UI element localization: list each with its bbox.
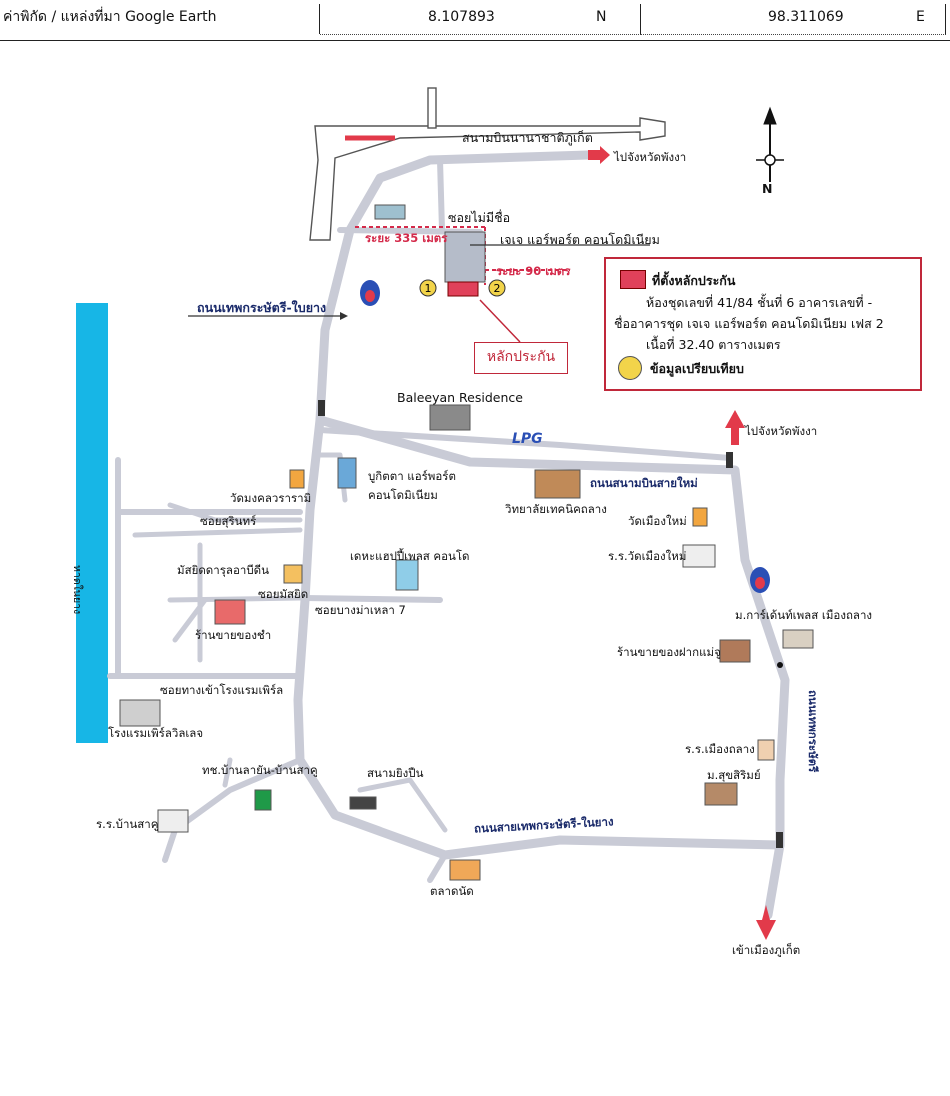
sea-strip (76, 303, 108, 743)
label-wat-muang-mai: วัดเมืองใหม่ (628, 514, 687, 528)
label-mosque: มัสยิดดารุลอาบีดีน (177, 563, 269, 577)
marker-2: 2 (494, 282, 501, 295)
legend-line-3: เนื้อที่ 32.40 ตารางเมตร (646, 337, 781, 352)
label-soi-bangmalao: ซอยบางม่าเหลา 7 (315, 603, 406, 617)
collateral-callout: หลักประกัน (474, 342, 568, 374)
comparison-swatch (618, 356, 642, 380)
legend-collateral-title: ที่ตั้งหลักประกัน (652, 273, 736, 288)
label-airport: สนามบินนานาชาติภูเก็ต (462, 130, 593, 145)
label-shooting: สนามยิงปืน (367, 766, 424, 780)
label-road-thep: ถนนเทพกระษัตรี-ใบยาง (197, 300, 327, 315)
label-jj-condo: เจเจ แอร์พอร์ต คอนโดมิเนียม (500, 232, 660, 247)
label-wat-mongkol: วัดมงคลวรารามิ (230, 491, 312, 505)
airport-outline (309, 87, 666, 241)
label-college: วิทยาลัยเทคนิคถลาง (505, 502, 607, 516)
label-thepkasattri-road: ถนนเทพกระษัตรี (806, 690, 820, 773)
coordinates-header: ค่าพิกัด / แหล่งที่มา Google Earth 8.107… (0, 0, 950, 41)
callout-pointer (479, 299, 521, 343)
label-beach: หาดในยาง (71, 565, 83, 615)
label-suksirim: ม.สุขสิริมย์ (707, 768, 761, 782)
label-lpg: LPG (512, 431, 543, 447)
label-bukitta-2: คอนโดมิเนียม (368, 488, 438, 502)
source-label: ค่าพิกัด / แหล่งที่มา Google Earth (0, 4, 320, 34)
label-to-phuket: เข้าเมืองภูเก็ต (732, 943, 801, 957)
label-grocery: ร้านขายของชำ (195, 628, 272, 642)
longitude-value: 98.311069 (768, 9, 844, 25)
label-school-thalang: ร.ร.เมืองถลาง (685, 742, 755, 756)
label-shop-mae: ร้านขายของฝากแม่จู (617, 645, 721, 659)
collateral-building (444, 231, 486, 297)
label-school-sakhu: ร.ร.บ้านสาคู (96, 817, 159, 831)
compass-icon (756, 106, 784, 182)
gas-station-icon (360, 280, 770, 593)
label-road-new-airport: ถนนสนามบินสายใหม่ (590, 476, 698, 490)
north-label: N (762, 181, 773, 196)
label-soi-unnamed: ซอยไม่มีชื่อ (448, 210, 511, 225)
legend-box: ที่ตั้งหลักประกัน ห้องชุดเลขที่ 41/84 ชั… (604, 257, 922, 391)
label-pearl-village: โรงแรมเพิร์ลวิลเลจ (108, 726, 204, 740)
label-bukitta: บูกิตตา แอร์พอร์ต (368, 469, 456, 483)
label-to-phangnga-mid: ไปจังหวัดพังงา (745, 424, 818, 438)
label-baleeyan: Baleeyan Residence (397, 390, 523, 405)
label-school-wat-muang-mai: ร.ร.วัดเมืองใหม่ (608, 549, 687, 563)
latitude-cell: 8.107893 N (320, 4, 641, 35)
label-market-place: ม.การ์เด้นท์เพลส เมืองถลาง (735, 608, 873, 622)
label-distance-335: ระยะ 335 เมตร (365, 231, 448, 245)
collateral-swatch (620, 270, 646, 289)
direction-arrows (588, 146, 776, 940)
label-distance-90: ระยะ 90 เมตร (496, 264, 571, 278)
legend-line-1: ห้องชุดเลขที่ 41/84 ชั้นที่ 6 อาคารเลขที… (646, 295, 873, 310)
label-to-phangnga-top: ไปจังหวัดพังงา (614, 150, 687, 164)
building-icons (119, 204, 814, 881)
legend-line-2: ชื่ออาคารชุด เจเจ แอร์พอร์ต คอนโดมิเนียม… (614, 316, 884, 331)
longitude-direction: E (916, 9, 925, 25)
marker-1: 1 (425, 282, 432, 295)
legend-comparison-label: ข้อมูลเปรียบเทียบ (650, 361, 744, 376)
label-deja-plus: เดหะแฮปปี้เพลส คอนโด (350, 549, 470, 563)
label-market-nut: ตลาดนัด (430, 884, 474, 898)
label-soi-masjid: ซอยมัสยิด (258, 587, 309, 601)
label-soi-surin: ซอยสุรินทร์ (200, 514, 257, 528)
longitude-cell: 98.311069 E (640, 4, 946, 35)
latitude-direction: N (596, 9, 607, 25)
latitude-value: 8.107893 (428, 9, 495, 25)
traffic-light-icons (318, 400, 783, 848)
label-road-ban-layan: ทช.บ้านลายัน-บ้านสาคู (202, 763, 318, 777)
label-soi-pearl: ซอยทางเข้าโรงแรมเพิร์ล (160, 683, 284, 697)
